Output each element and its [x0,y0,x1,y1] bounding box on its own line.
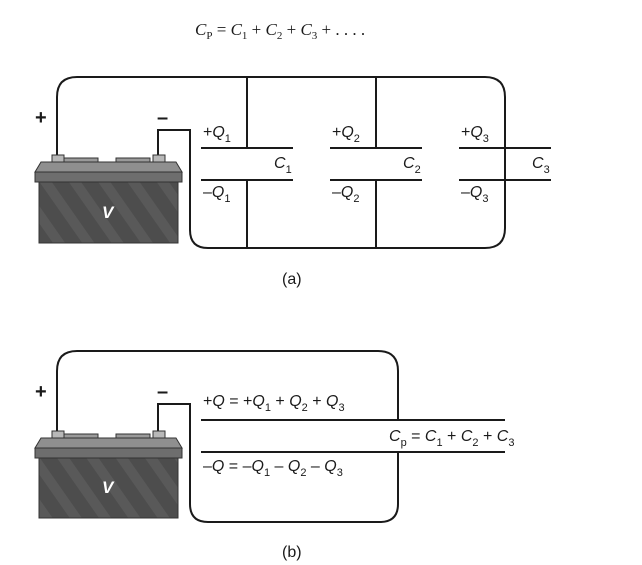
capacitor-2-bottom-charge: –Q2 [332,184,359,205]
panel-b: +Q = +Q1 + Q2 + Q3 Cp = C1 + C2 + C3 –Q … [34,350,514,561]
panel-b-caption: (b) [282,544,302,561]
panel-b-battery: V [34,430,183,519]
capacitor-1-bottom-charge: –Q1 [203,184,230,205]
total-positive-charge-equation: +Q = +Q1 + Q2 + Q3 [203,393,345,414]
capacitor-3-name: C3 [532,155,550,176]
total-negative-charge-equation: –Q = –Q1 – Q2 – Q3 [203,458,343,479]
capacitor-2-top-charge: +Q2 [332,124,360,145]
capacitor-1-top-charge: +Q1 [203,124,231,145]
parallel-capacitance-formula: CP = C1 + C2 + C3 + . . . . [195,20,365,42]
panel-b-battery-voltage-label: V [102,478,115,497]
capacitor-3-top-charge: +Q3 [461,124,489,145]
capacitor-1-name: C1 [274,155,292,176]
panel-b-positive-terminal-sign: + [35,381,47,403]
panel-a-negative-terminal-sign: – [157,107,168,129]
panel-a: +Q1 C1 –Q1 +Q2 C2 –Q2 +Q3 C3 –Q3 + – V (… [34,76,551,288]
capacitor-3-bottom-charge: –Q3 [461,184,488,205]
capacitor-2-name: C2 [403,155,421,176]
panel-b-wire [56,350,399,523]
panel-a-battery-voltage-label: V [102,203,115,222]
panel-b-negative-terminal-sign: – [157,381,168,403]
panel-a-positive-terminal-sign: + [35,107,47,129]
panel-a-caption: (a) [282,271,302,288]
panel-a-top-wire [56,76,506,249]
equivalent-capacitance-equation: Cp = C1 + C2 + C3 [389,428,514,449]
panel-a-battery: V [34,154,183,244]
